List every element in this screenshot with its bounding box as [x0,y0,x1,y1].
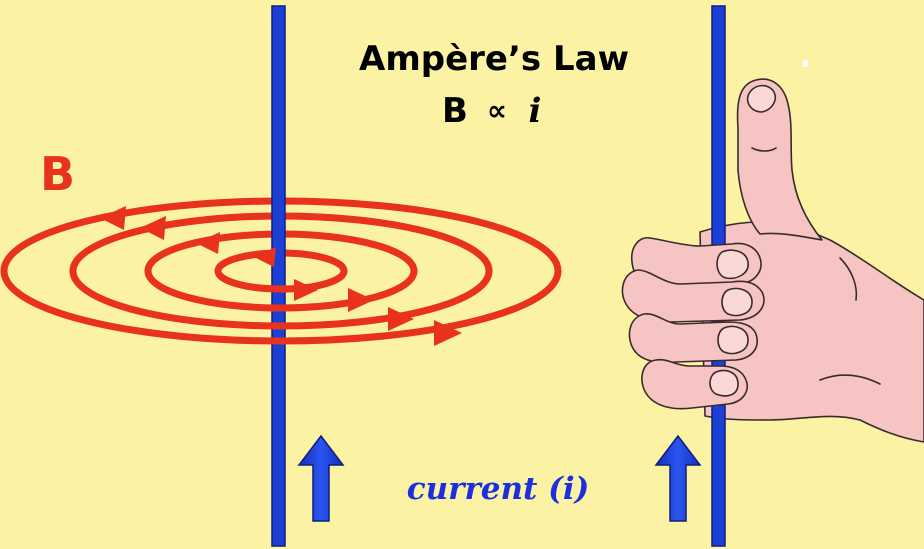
thumbnail [746,84,777,113]
field-arrow-icon [348,288,374,312]
field-arrow-icon [294,279,318,301]
field-arrow-icon [196,232,220,254]
field-arrow-icon [434,320,462,346]
up-arrow-icon [654,434,702,522]
page-title: Ampère’s Law [359,39,629,79]
current-arrow-right [654,434,702,522]
wrist-crease [819,374,881,385]
field-direction-arrows [100,206,462,346]
proportionality-relation: B ∝ i [442,91,541,131]
fingers [621,237,765,410]
fingernail [717,325,749,355]
up-arrow-icon [297,434,345,522]
field-arrow-icon [100,206,126,230]
field-label: B [40,147,75,201]
fingernail [721,287,753,317]
field-loop-3-front [144,267,418,312]
palm-crease [839,257,858,301]
field-arrow-icon [254,247,276,267]
relation-symbol: B [442,91,468,131]
current-label: current (i) [407,471,590,507]
magnetic-field-loops-front [0,267,562,345]
fingernail [716,249,749,280]
current-arrow-left [297,434,345,522]
field-arrow-icon [140,216,166,240]
left-wire [271,5,286,547]
relation-operator: ∝ [487,94,507,127]
field-loop-2-front [69,267,493,330]
fingernail [709,369,739,397]
thumb [736,78,823,241]
relation-variable: i [529,91,542,131]
thumb-crease [751,147,777,152]
field-loop-4-front [214,267,348,293]
field-arrow-icon [388,307,414,331]
field-loop-1-front [0,267,562,345]
highlight-dot [803,60,808,67]
